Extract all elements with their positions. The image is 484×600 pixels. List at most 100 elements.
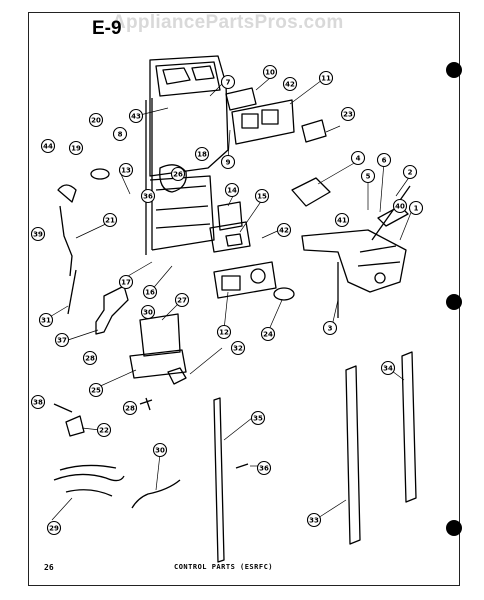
rail-34 bbox=[401, 351, 417, 503]
callout-label: 8 bbox=[118, 131, 123, 139]
callout-36: 36 bbox=[256, 460, 272, 476]
callout-label: 18 bbox=[197, 151, 207, 159]
callout-15: 15 bbox=[254, 188, 270, 204]
callout-20: 20 bbox=[88, 112, 104, 128]
callout-37: 37 bbox=[54, 332, 70, 348]
callout-2: 2 bbox=[402, 164, 418, 180]
callout-44: 44 bbox=[40, 138, 56, 154]
callout-label: 13 bbox=[121, 167, 131, 175]
callout-label: 43 bbox=[131, 113, 141, 121]
callout-label: 3 bbox=[328, 325, 333, 333]
callout-30: 30 bbox=[152, 442, 168, 458]
callout-19: 19 bbox=[68, 140, 84, 156]
callout-31: 31 bbox=[38, 312, 54, 328]
callout-12: 12 bbox=[216, 324, 232, 340]
callout-42: 42 bbox=[282, 76, 298, 92]
callout-label: 42 bbox=[279, 227, 289, 235]
callout-label: 29 bbox=[49, 525, 59, 533]
callout-label: 34 bbox=[383, 365, 393, 373]
callout-label: 27 bbox=[177, 297, 187, 305]
callout-40: 40 bbox=[392, 198, 408, 214]
callout-label: 11 bbox=[321, 75, 331, 83]
callout-label: 36 bbox=[143, 193, 153, 201]
callout-label: 9 bbox=[226, 159, 231, 167]
callout-label: 33 bbox=[309, 517, 319, 525]
callout-label: 22 bbox=[99, 427, 109, 435]
callout-1: 1 bbox=[408, 200, 424, 216]
callout-label: 37 bbox=[57, 337, 67, 345]
callout-label: 10 bbox=[265, 69, 275, 77]
callout-label: 39 bbox=[33, 231, 43, 239]
callout-17: 17 bbox=[118, 274, 134, 290]
dial-part bbox=[159, 164, 187, 193]
callout-27: 27 bbox=[174, 292, 190, 308]
callout-label: 20 bbox=[91, 117, 101, 125]
callout-label: 12 bbox=[219, 329, 229, 337]
rail-35 bbox=[213, 397, 225, 563]
callout-label: 15 bbox=[257, 193, 267, 201]
callout-28: 28 bbox=[82, 350, 98, 366]
callout-8: 8 bbox=[112, 126, 128, 142]
callout-label: 5 bbox=[366, 173, 371, 181]
callout-9: 9 bbox=[220, 154, 236, 170]
callout-label: 35 bbox=[253, 415, 263, 423]
callout-label: 16 bbox=[145, 289, 155, 297]
callout-21: 21 bbox=[102, 212, 118, 228]
callout-41: 41 bbox=[334, 212, 350, 228]
callout-label: 38 bbox=[33, 399, 43, 407]
wire-harness-30 bbox=[131, 479, 181, 509]
callout-11: 11 bbox=[318, 70, 334, 86]
callout-label: 30 bbox=[155, 447, 165, 455]
callout-33: 33 bbox=[306, 512, 322, 528]
rail-33 bbox=[345, 365, 361, 545]
callout-6: 6 bbox=[376, 152, 392, 168]
callout-label: 17 bbox=[121, 279, 131, 287]
wire-harness-29 bbox=[53, 464, 125, 497]
callout-32: 32 bbox=[230, 340, 246, 356]
callout-38: 38 bbox=[30, 394, 46, 410]
callout-label: 40 bbox=[395, 203, 405, 211]
callout-label: 4 bbox=[356, 155, 361, 163]
callout-26: 26 bbox=[170, 166, 186, 182]
callout-label: 36 bbox=[259, 465, 269, 473]
callout-5: 5 bbox=[360, 168, 376, 184]
callout-23: 23 bbox=[340, 106, 356, 122]
callout-43: 43 bbox=[128, 108, 144, 124]
callout-30: 30 bbox=[140, 304, 156, 320]
callout-13: 13 bbox=[118, 162, 134, 178]
callout-label: 42 bbox=[285, 81, 295, 89]
callout-label: 2 bbox=[408, 169, 413, 177]
callout-label: 26 bbox=[173, 171, 183, 179]
callout-36: 36 bbox=[140, 188, 156, 204]
callout-42: 42 bbox=[276, 222, 292, 238]
callout-25: 25 bbox=[88, 382, 104, 398]
callout-label: 41 bbox=[337, 217, 347, 225]
callout-7: 7 bbox=[220, 74, 236, 90]
callout-label: 7 bbox=[226, 79, 231, 87]
callout-35: 35 bbox=[250, 410, 266, 426]
callout-label: 30 bbox=[143, 309, 153, 317]
panel-12 bbox=[213, 261, 277, 299]
callout-3: 3 bbox=[322, 320, 338, 336]
callout-4: 4 bbox=[350, 150, 366, 166]
callout-28: 28 bbox=[122, 400, 138, 416]
callout-29: 29 bbox=[46, 520, 62, 536]
callout-label: 1 bbox=[414, 205, 419, 213]
callout-18: 18 bbox=[194, 146, 210, 162]
callout-label: 23 bbox=[343, 111, 353, 119]
page-number: 26 bbox=[44, 563, 54, 572]
callout-label: 24 bbox=[263, 331, 273, 339]
callout-24: 24 bbox=[260, 326, 276, 342]
callout-label: 44 bbox=[43, 143, 53, 151]
callout-label: 6 bbox=[382, 157, 387, 165]
callout-label: 19 bbox=[71, 145, 81, 153]
panel-11 bbox=[231, 99, 295, 145]
page-id: E-9 bbox=[92, 18, 122, 39]
callout-label: 32 bbox=[233, 345, 243, 353]
callout-16: 16 bbox=[142, 284, 158, 300]
callout-label: 14 bbox=[227, 187, 237, 195]
callout-10: 10 bbox=[262, 64, 278, 80]
callout-22: 22 bbox=[96, 422, 112, 438]
control-housing bbox=[149, 55, 229, 177]
